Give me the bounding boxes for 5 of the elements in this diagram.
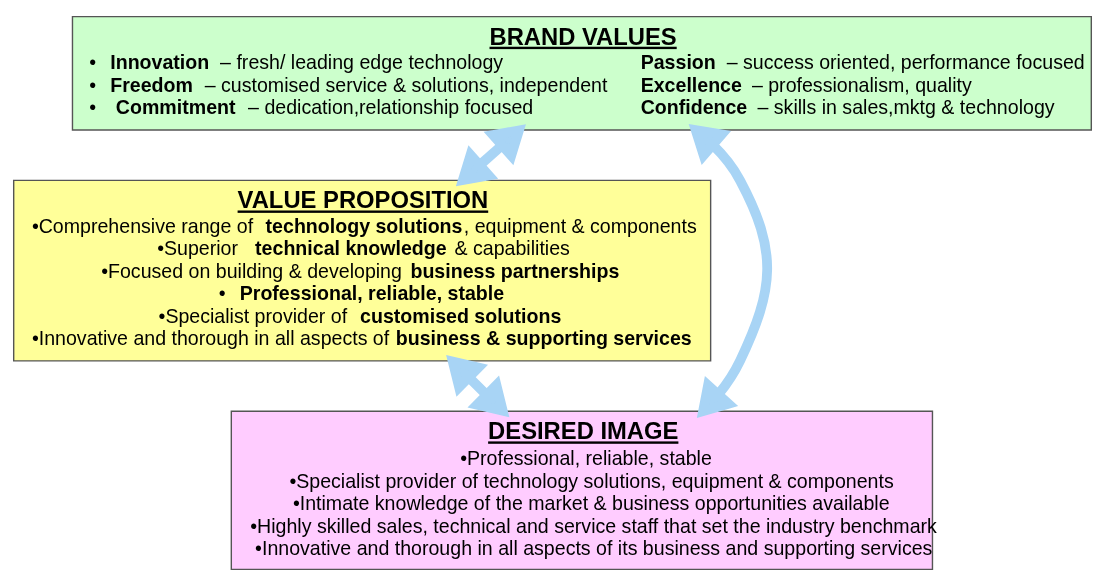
node-box: VALUE PROPOSITION •Comprehensive range of technology solutions, equipment & components •Superior technical knowledge & capabilities •Focused on building & developing business partnerships •Professional, reliable, stable •Specialist provider of customised solutions •Innovative and thorough in all aspects of business & supporting services [13, 179, 712, 362]
node-box: BRAND VALUES •Innovation – fresh/ leading edge technology Passion – success oriented, performance focused •Freedom – customised service & solutions, independent Excellence – professionalism, quality • Commitment – dedication,relationship focused Confidence – skills in sales,mktg & technology [71, 15, 1092, 131]
arrow [455, 124, 526, 187]
arrow [688, 124, 772, 419]
arrow [446, 354, 510, 418]
